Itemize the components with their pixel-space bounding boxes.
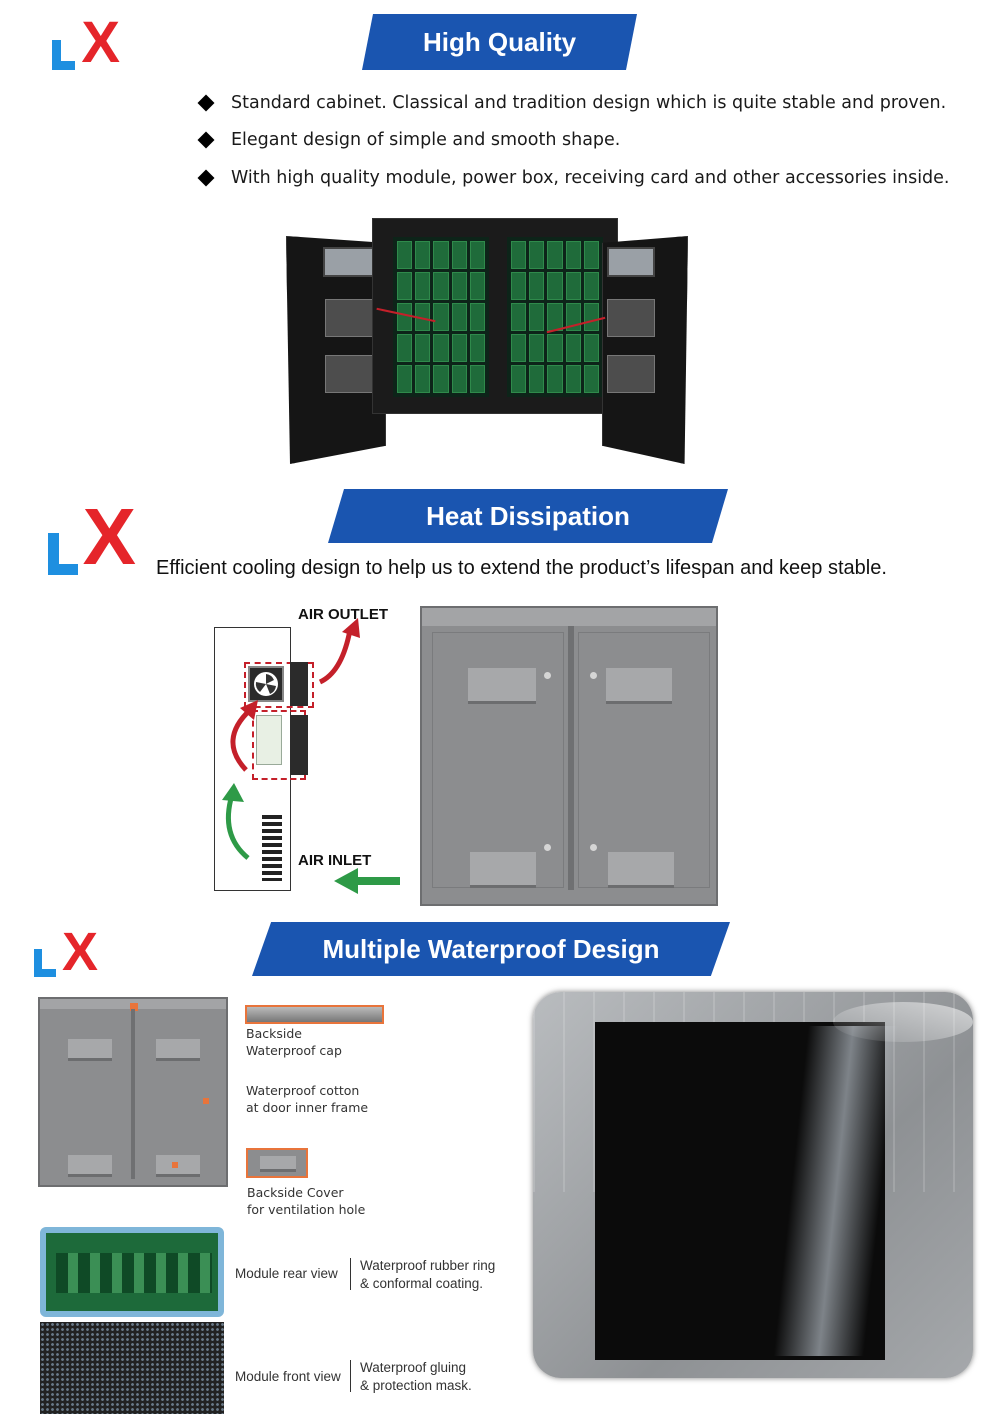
- door-handle: [156, 1039, 200, 1061]
- module-block: [290, 715, 308, 775]
- callout-line: for ventilation hole: [247, 1201, 366, 1217]
- module-rear-note: Waterproof rubber ring & conformal coati…: [360, 1257, 495, 1292]
- diamond-bullet-icon: [197, 94, 215, 112]
- airflow-diagram: AIR OUTLET AIR INLET: [210, 600, 410, 895]
- section-title-heat-dissipation: Heat Dissipation: [328, 489, 728, 543]
- door-handle: [68, 1039, 112, 1061]
- water-spray: [833, 1002, 973, 1042]
- module-rear-label: Module rear view: [235, 1266, 338, 1281]
- section-title-text: High Quality: [422, 26, 577, 57]
- door-handle: [68, 1155, 112, 1177]
- section-title-high-quality: High Quality: [362, 14, 637, 70]
- brand-logo: X: [52, 13, 120, 71]
- list-item: Standard cabinet. Classical and traditio…: [195, 84, 950, 122]
- callout-line: Waterproof cap: [246, 1042, 342, 1058]
- power-box: [325, 299, 377, 337]
- receiving-card: [256, 715, 282, 765]
- door-handle: [470, 852, 536, 888]
- logo-x-mark: X: [81, 9, 120, 75]
- list-item: With high quality module, power box, rec…: [195, 159, 950, 197]
- air-outlet-label: AIR OUTLET: [298, 606, 388, 623]
- callout-line: Waterproof cotton: [246, 1083, 360, 1098]
- section-title-text: Heat Dissipation: [426, 500, 630, 531]
- module-pins: [262, 815, 282, 881]
- power-box: [607, 299, 655, 337]
- section-title-text: Multiple Waterproof Design: [322, 933, 660, 964]
- waterproof-cap-thumbnail: [245, 1005, 384, 1024]
- logo-x-mark: X: [61, 922, 98, 983]
- door-handle: [608, 852, 674, 888]
- brand-logo: X: [34, 925, 98, 979]
- cover-marker: [172, 1162, 178, 1168]
- note-line: & protection mask.: [360, 1377, 472, 1393]
- water-test-photo: [533, 992, 973, 1378]
- logo-l-mark: [48, 533, 78, 575]
- cabinet-body: [372, 218, 618, 414]
- power-box: [607, 355, 655, 393]
- door-screw: [590, 672, 597, 679]
- door-handle: [156, 1155, 200, 1177]
- feature-list: Standard cabinet. Classical and traditio…: [195, 84, 950, 197]
- cotton-marker: [203, 1098, 209, 1104]
- door-handle: [260, 1156, 296, 1172]
- cabinet-rear-photo: [38, 997, 228, 1187]
- brand-logo: X: [48, 497, 136, 577]
- door-screw: [544, 844, 551, 851]
- led-module-grid-right: [507, 237, 603, 397]
- module-front-note: Waterproof gluing & protection mask.: [360, 1359, 472, 1394]
- callout-line: Backside: [246, 1026, 302, 1041]
- logo-l-mark: [34, 949, 56, 977]
- air-inlet-label: AIR INLET: [298, 852, 372, 869]
- note-line: Waterproof rubber ring: [360, 1258, 496, 1273]
- note-line: & conformal coating.: [360, 1275, 484, 1291]
- module-chip-row: [56, 1253, 212, 1293]
- door-screw: [590, 844, 597, 851]
- logo-l-mark: [52, 39, 76, 70]
- section-subtitle: Efficient cooling design to help us to e…: [156, 557, 887, 579]
- list-item-text: Standard cabinet. Classical and traditio…: [231, 92, 947, 113]
- module-block: [290, 662, 308, 706]
- led-module-grid-left: [393, 237, 489, 397]
- module-front-label: Module front view: [235, 1369, 341, 1384]
- backside-cover-thumbnail: [246, 1148, 308, 1178]
- fan-icon: [323, 247, 377, 277]
- diamond-bullet-icon: [197, 169, 215, 187]
- cabinet-right-door: [602, 236, 688, 464]
- section-title-waterproof: Multiple Waterproof Design: [252, 922, 730, 976]
- door-screw: [544, 672, 551, 679]
- power-box: [325, 355, 377, 393]
- callout-line: Backside Cover: [247, 1185, 344, 1200]
- cabinet-rear-photo: [420, 606, 718, 906]
- module-front-photo: [40, 1322, 224, 1414]
- fan-icon: [248, 666, 284, 702]
- callout-waterproof-cap: Backside Waterproof cap: [246, 1026, 342, 1060]
- door-seam: [568, 626, 574, 890]
- note-line: Waterproof gluing: [360, 1360, 467, 1375]
- callout-line: at door inner frame: [246, 1099, 369, 1115]
- airflow-arrows: [222, 618, 360, 860]
- fan-icon: [607, 247, 655, 277]
- cabinet-left-door: [286, 236, 386, 464]
- diamond-bullet-icon: [197, 131, 215, 149]
- door-seam: [131, 1009, 135, 1179]
- door-handle: [468, 668, 536, 704]
- module-rear-photo: [40, 1227, 224, 1317]
- divider: [350, 1258, 351, 1290]
- logo-x-mark: X: [82, 492, 136, 582]
- list-item-text: With high quality module, power box, rec…: [231, 167, 950, 188]
- divider: [350, 1360, 351, 1392]
- open-cabinet-photo: [286, 214, 688, 466]
- callout-waterproof-cotton: Waterproof cotton at door inner frame: [246, 1083, 368, 1117]
- list-item: Elegant design of simple and smooth shap…: [195, 122, 950, 160]
- cap-marker: [130, 1003, 138, 1011]
- air-inlet-arrow-icon: [334, 868, 400, 894]
- list-item-text: Elegant design of simple and smooth shap…: [231, 130, 621, 151]
- cabinet-top-rail: [422, 608, 716, 626]
- callout-backside-cover: Backside Cover for ventilation hole: [247, 1185, 365, 1219]
- door-handle: [606, 668, 672, 704]
- fan-highlight-box: [244, 662, 314, 708]
